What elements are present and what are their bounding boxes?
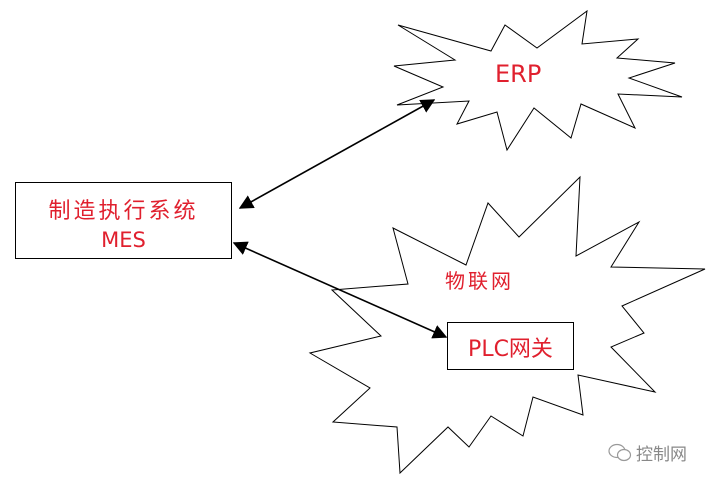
watermark: 控制网 (608, 440, 687, 465)
plc-gateway-label: PLC网关 (468, 337, 553, 362)
watermark-text: 控制网 (636, 445, 687, 465)
erp-label: ERP (495, 60, 542, 88)
iot-label: 物联网 (445, 269, 514, 293)
mes-subtitle: MES (101, 228, 146, 252)
mes-erp-arrow (238, 99, 436, 209)
mes-node-box (15, 182, 232, 259)
plc-gateway-box (447, 322, 574, 370)
wechat-icon (608, 443, 632, 461)
mes-title: 制造执行系统 (48, 199, 199, 224)
mes-plc-arrow (232, 241, 448, 339)
